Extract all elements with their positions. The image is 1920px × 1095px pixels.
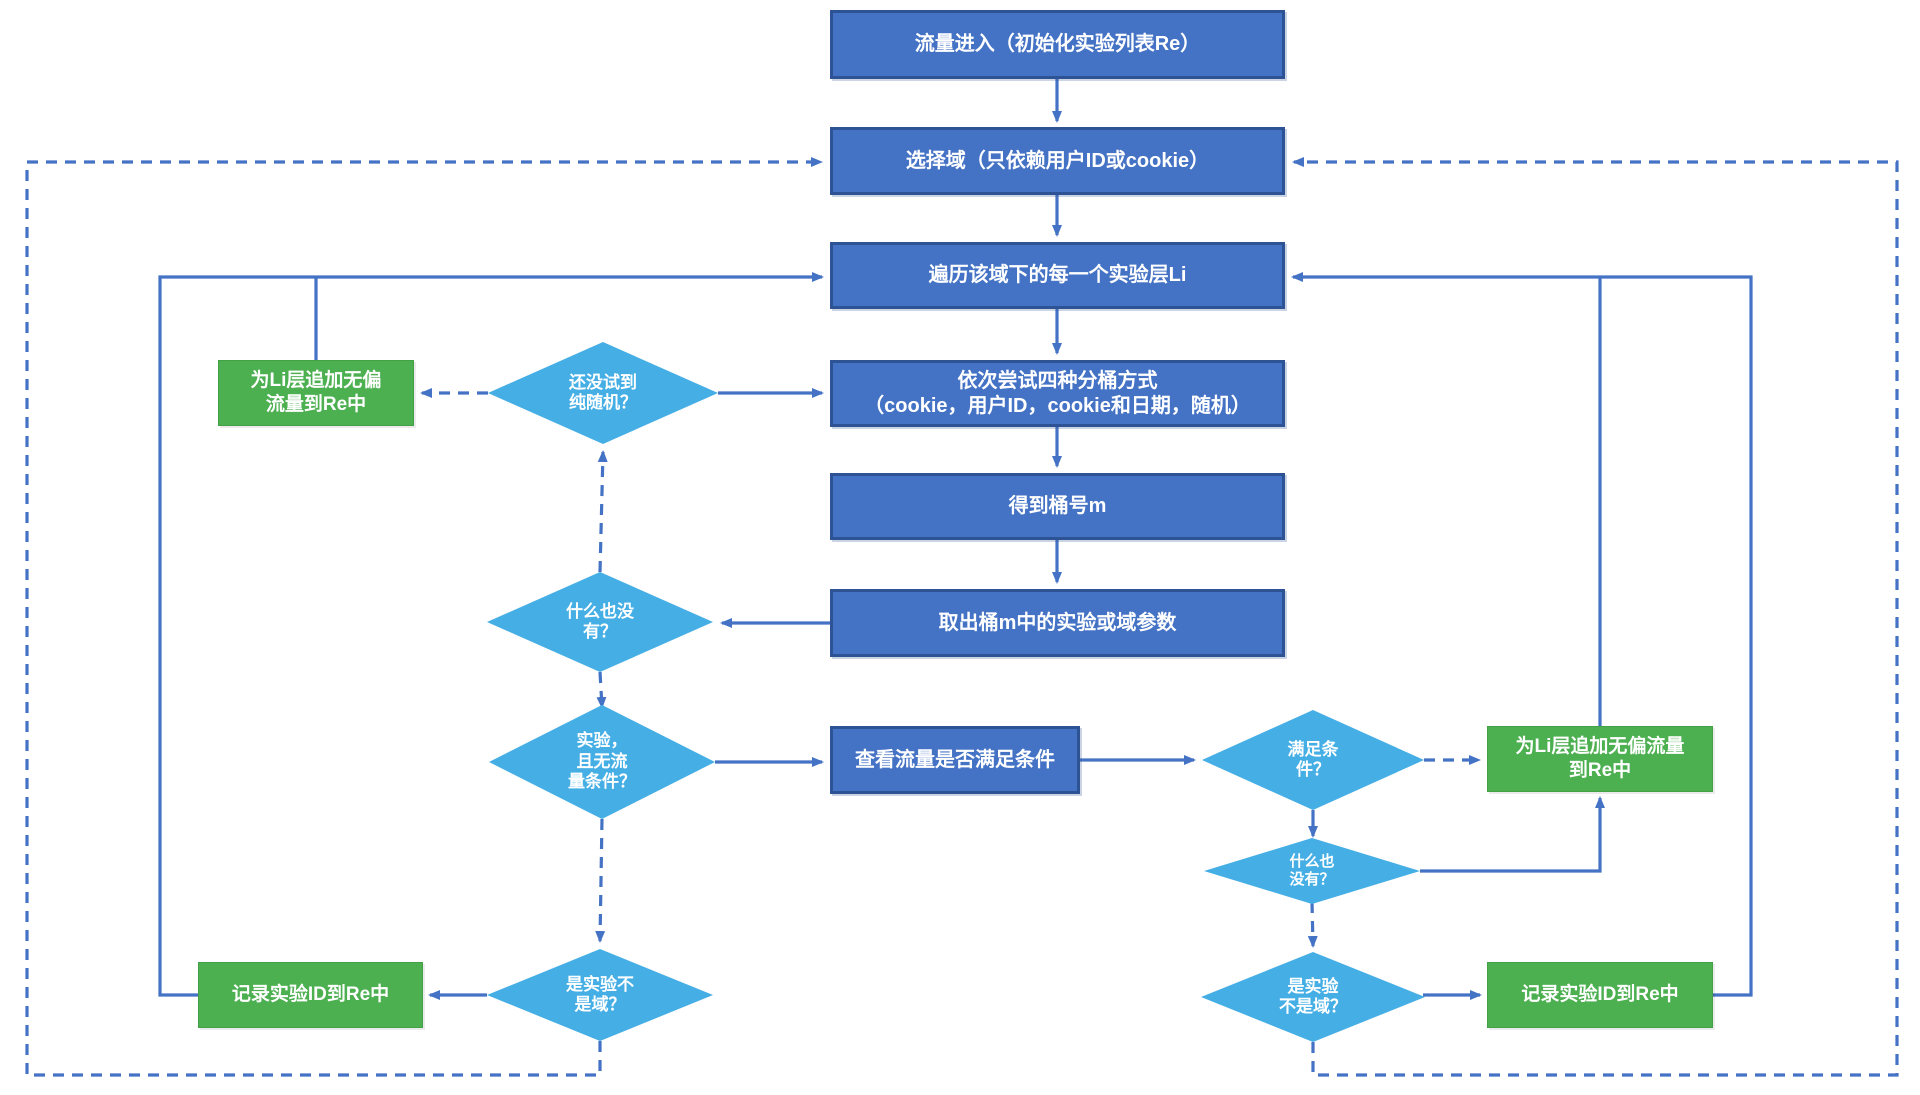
process-traffic-enter-label: 流量进入（初始化实验列表Re） (914, 33, 1201, 55)
action-append-unbiased-left: 为Li层追加无偏 流量到Re中 (218, 360, 414, 426)
process-select-domain: 选择域（只依赖用户ID或cookie） (830, 127, 1285, 195)
process-iterate-layers-label: 遍历该域下的每一个实验层Li (928, 264, 1187, 286)
process-fetch-params-label: 取出桶m中的实验或域参数 (938, 611, 1177, 634)
action-record-id-left: 记录实验ID到Re中 (198, 962, 423, 1028)
decision-nothing-right-label: 什么也 没有？ (1289, 853, 1335, 888)
process-try-bucketing: 依次尝试四种分桶方式 （cookie，用户ID，cookie和日期，随机） (830, 360, 1285, 427)
edge-nothing-to-random-dashed (597, 450, 608, 573)
decision-tried-random-label: 还没试到 纯随机？ (569, 372, 637, 412)
edge-nothing-to-expcond-dashed (596, 671, 607, 709)
process-iterate-layers: 遍历该域下的每一个实验层Li (830, 242, 1285, 309)
process-traffic-enter: 流量进入（初始化实验列表Re） (830, 10, 1285, 79)
action-record-id-right: 记录实验ID到Re中 (1487, 962, 1713, 1028)
edge-nothing-right-to-append (1420, 796, 1605, 873)
edge-nothing-right-to-isexp-dashed (1307, 901, 1318, 948)
action-append-unbiased-left-label: 为Li层追加无偏 流量到Re中 (250, 370, 382, 415)
process-fetch-params: 取出桶m中的实验或域参数 (830, 589, 1285, 657)
process-get-bucket-label: 得到桶号m (1008, 495, 1107, 517)
process-get-bucket: 得到桶号m (830, 473, 1285, 540)
action-append-unbiased-right-label: 为Li层追加无偏流量 到Re中 (1515, 736, 1685, 781)
decision-is-exp-left-label: 是实验不 是域？ (566, 974, 634, 1014)
decision-meets-condition-label: 满足条 件？ (1287, 739, 1339, 779)
edge-expcond-to-isexp-dashed (595, 818, 606, 943)
edge-right-outer-loop-dashed (1292, 157, 1899, 1077)
action-append-unbiased-right: 为Li层追加无偏流量 到Re中 (1487, 726, 1713, 792)
decision-nothing-left-label: 什么也没 有？ (566, 601, 634, 641)
edge-record-right-loop-to-iterate (1291, 272, 1753, 997)
decision-is-exp-right-label: 是实验 不是域？ (1279, 976, 1347, 1016)
action-record-id-left-label: 记录实验ID到Re中 (231, 984, 390, 1006)
decision-exp-no-condition-label: 实验， 且无流 量条件？ (568, 731, 636, 792)
process-check-traffic: 查看流量是否满足条件 (830, 726, 1080, 794)
process-check-traffic-label: 查看流量是否满足条件 (855, 748, 1055, 771)
edge-record-left-loop-to-iterate (158, 272, 824, 997)
process-try-bucketing-label: 依次尝试四种分桶方式 （cookie，用户ID，cookie和日期，随机） (864, 369, 1251, 417)
action-record-id-right-label: 记录实验ID到Re中 (1521, 984, 1679, 1006)
edge-left-outer-loop-dashed (25, 157, 823, 1077)
process-select-domain-label: 选择域（只依赖用户ID或cookie） (905, 149, 1210, 172)
